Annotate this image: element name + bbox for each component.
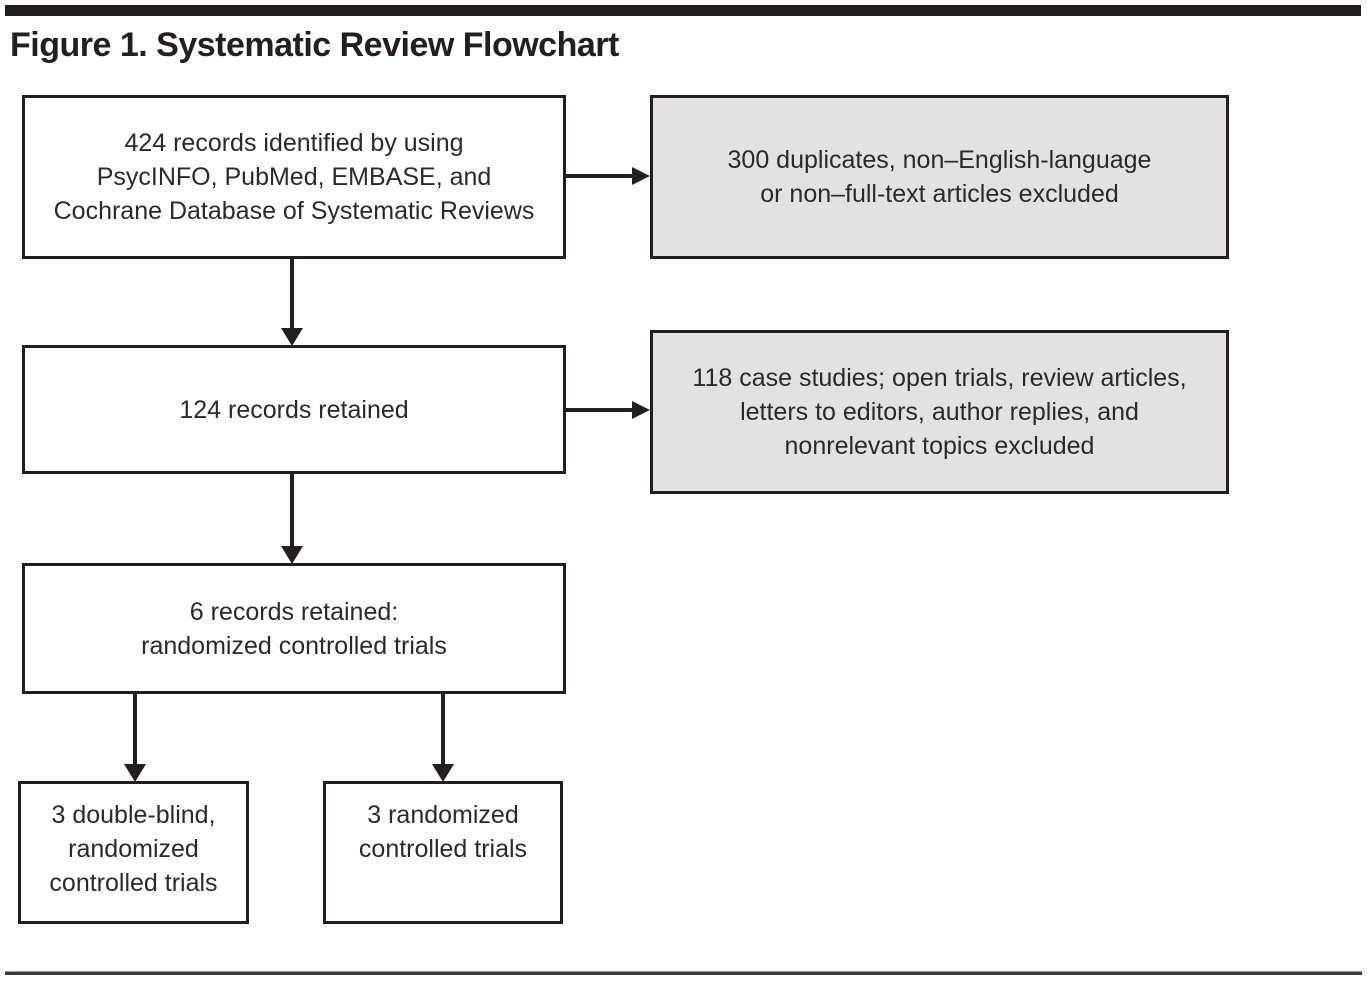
node-text-line: Cochrane Database of Systematic Reviews — [53, 197, 535, 225]
node-text-line: 300 duplicates, non–English-language — [727, 146, 1152, 174]
node-text-line: randomized controlled trials — [141, 631, 447, 660]
node-excluded-duplicates: 300 duplicates, non–English-language or … — [650, 95, 1229, 259]
node-records-identified: 424 records identified by using PsycINFO… — [22, 95, 566, 259]
node-text-line: 3 double-blind, — [51, 801, 216, 829]
arrowhead-down-icon — [124, 764, 146, 782]
arrow-retained124-to-excluded-other — [565, 401, 650, 419]
node-text-line: 118 case studies; open trials, review ar… — [692, 364, 1187, 392]
node-text-line: 6 records retained: — [189, 597, 399, 626]
top-rule — [5, 5, 1361, 16]
arrow-identified-to-retained124 — [281, 258, 303, 346]
arrowhead-down-icon — [432, 764, 454, 782]
arrowhead-right-icon — [632, 401, 650, 419]
arrow-retained6-to-doubleblind — [124, 693, 146, 782]
node-text-line: 424 records identified by using — [124, 129, 464, 157]
figure-title: Figure 1. Systematic Review Flowchart — [10, 26, 619, 64]
node-text-line: randomized — [68, 835, 199, 863]
arrowhead-right-icon — [632, 167, 650, 185]
node-text-line: 124 records retained — [179, 395, 409, 424]
node-text-line: letters to editors, author replies, and — [740, 398, 1139, 426]
node-text-line: PsycINFO, PubMed, EMBASE, and — [96, 163, 492, 191]
arrow-retained6-to-randomized — [432, 693, 454, 782]
arrowhead-down-icon — [281, 546, 303, 564]
node-records-retained-6: 6 records retained: randomized controlle… — [22, 563, 566, 694]
arrow-identified-to-excluded-duplicates — [565, 167, 650, 185]
node-double-blind-rct: 3 double-blind, randomized controlled tr… — [18, 781, 249, 924]
node-text-line: nonrelevant topics excluded — [784, 432, 1095, 460]
node-excluded-other: 118 case studies; open trials, review ar… — [650, 330, 1229, 494]
node-randomized-ct: 3 randomized controlled trials — [323, 781, 563, 924]
arrowhead-down-icon — [281, 328, 303, 346]
node-text-line: controlled trials — [358, 835, 528, 863]
node-records-retained-124: 124 records retained — [22, 345, 566, 474]
node-text-line: or non–full-text articles excluded — [760, 180, 1119, 208]
node-text-line: 3 randomized — [367, 801, 519, 829]
arrow-retained124-to-retained6 — [281, 473, 303, 564]
node-text-line: controlled trials — [49, 869, 218, 897]
bottom-rule — [5, 971, 1362, 975]
